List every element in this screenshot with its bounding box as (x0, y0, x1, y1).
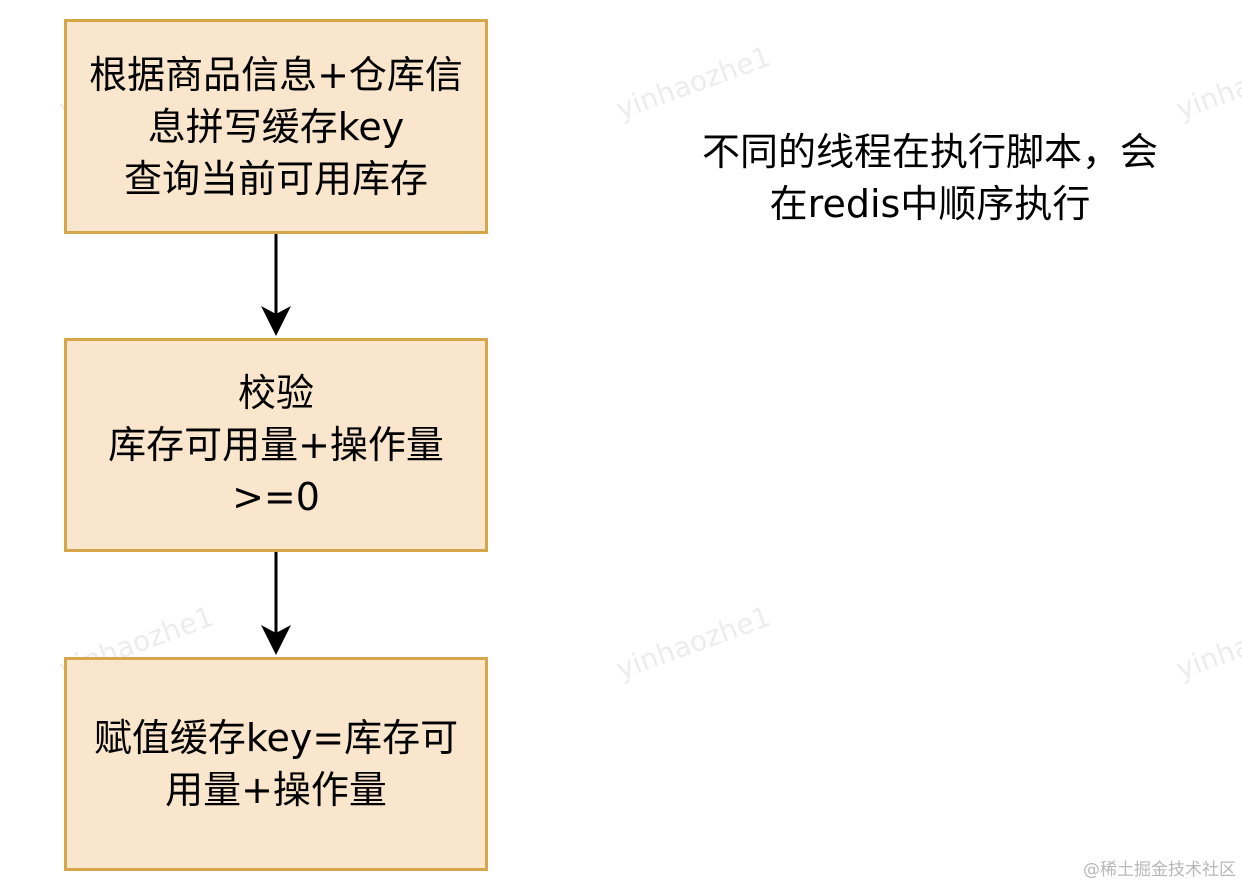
step1-line-1: 根据商品信息+仓库信 (89, 52, 463, 97)
step2-line-3: >=0 (232, 475, 320, 519)
step3-line-2: 用量+操作量 (165, 768, 387, 812)
site-credit: @稀土掘金技术社区 (1083, 860, 1236, 880)
flow-step-assign-cache: 赋值缓存key=库存可 用量+操作量 (64, 657, 488, 871)
note-line-1: 不同的线程在执行脚本，会 (701, 130, 1158, 174)
step1-line-2: 息拼写缓存key (147, 104, 405, 149)
flow-step-build-cache-key: 根据商品信息+仓库信 息拼写缓存key 查询当前可用库存 (64, 19, 488, 234)
step1-line-3: 查询当前可用库存 (123, 156, 428, 201)
flow-step-validate: 校验 库存可用量+操作量 >=0 (64, 338, 488, 552)
step2-line-1: 校验 (237, 371, 314, 415)
arrow-step2-to-step3 (261, 552, 291, 655)
note-line-2: 在redis中顺序执行 (769, 182, 1091, 226)
concurrency-note: 不同的线程在执行脚本，会 在redis中顺序执行 (640, 126, 1220, 230)
step2-line-2: 库存可用量+操作量 (108, 423, 444, 467)
watermark-3: yinhaozhe1 (1172, 39, 1242, 127)
watermark-2: yinhaozhe1 (612, 39, 776, 127)
watermark-6: yinhaozhe1 (1172, 599, 1242, 687)
step3-line-1: 赋值缓存key=库存可 (93, 716, 459, 760)
arrow-step1-to-step2 (261, 234, 291, 336)
watermark-5: yinhaozhe1 (612, 599, 776, 687)
